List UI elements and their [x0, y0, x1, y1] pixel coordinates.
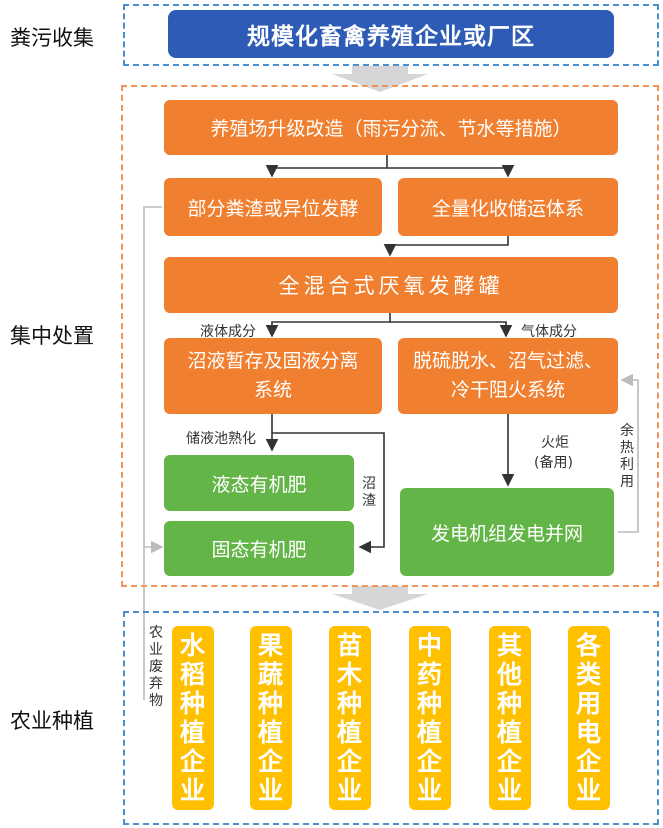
section-label-collection: 粪污收集 [10, 26, 94, 50]
farm-box-herbal: 中药种植企业 [409, 626, 451, 810]
farm-box-fruit-vegetable: 果蔬种植企业 [250, 626, 292, 810]
separation-system-box: 沼液暂存及固液分离系统 [164, 338, 382, 414]
generator-grid-box: 发电机组发电并网 [400, 488, 614, 576]
farm-box-rice: 水稻种植企业 [172, 626, 214, 810]
gas-component-label: 气体成分 [521, 324, 577, 340]
planting-frame [123, 611, 659, 825]
farm-box-other: 其他种植企业 [489, 626, 531, 810]
liquid-fertilizer-box: 液态有机肥 [164, 455, 354, 511]
section-label-planting: 农业种植 [10, 709, 94, 733]
heat-recovery-label: 余热利用 [620, 423, 634, 490]
farm-box-nursery: 苗木种植企业 [329, 626, 371, 810]
livestock-enterprise-box: 规模化畜禽养殖企业或厂区 [168, 10, 614, 58]
agricultural-waste-label: 农业废弃物 [148, 625, 164, 710]
collection-frame [123, 4, 659, 66]
flow-down-arrow [332, 66, 428, 92]
flow-down-arrow [332, 586, 428, 610]
farm-box-power-users: 各类用电企业 [568, 626, 610, 810]
desulfurization-system-box: 脱硫脱水、沼气过滤、冷干阻火系统 [398, 338, 618, 414]
collection-storage-box: 全量化收储运体系 [398, 178, 618, 236]
anaerobic-digester-box: 全混合式厌氧发酵罐 [164, 257, 618, 313]
storage-pool-label: 储液池熟化 [186, 431, 256, 447]
treatment-frame [121, 85, 659, 587]
partial-fermentation-box: 部分粪渣或异位发酵 [164, 178, 382, 236]
section-label-treatment: 集中处置 [10, 324, 94, 348]
farm-upgrade-box: 养殖场升级改造（雨污分流、节水等措施） [164, 100, 618, 155]
torch-label: 火炬 [541, 435, 569, 451]
liquid-component-label: 液体成分 [200, 324, 256, 340]
solid-fertilizer-box: 固态有机肥 [164, 521, 354, 576]
residue-label: 沼渣 [362, 476, 376, 509]
torch-backup-label: (备用) [534, 455, 573, 471]
